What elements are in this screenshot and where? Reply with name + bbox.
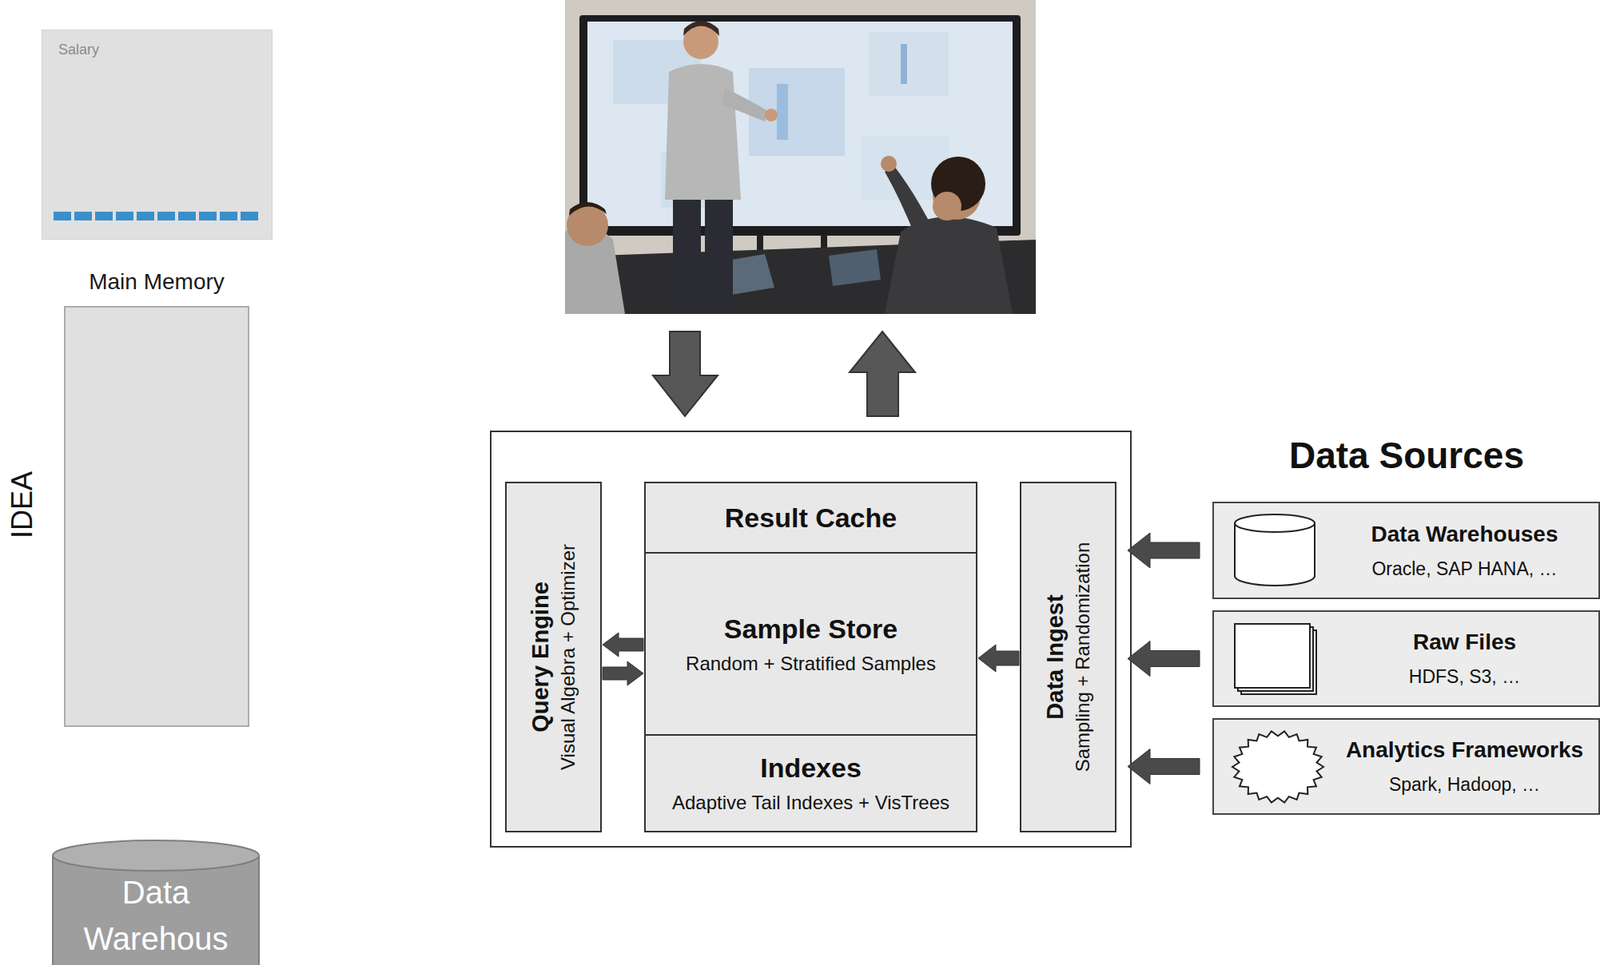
bar xyxy=(95,211,113,221)
bar xyxy=(136,211,155,221)
source-text: Raw FilesHDFS, S3, … xyxy=(1333,612,1596,706)
cylinder-top xyxy=(52,840,259,872)
box-subtitle: Spark, Hadoop, … xyxy=(1389,774,1541,797)
source-box: Analytics FrameworksSpark, Hadoop, … xyxy=(1212,718,1600,816)
side-label: IDEA xyxy=(5,471,40,539)
box-title: Indexes xyxy=(760,752,862,785)
box-title: Sample Store xyxy=(724,613,898,645)
source-text: Data WarehousesOracle, SAP HANA, … xyxy=(1333,503,1596,598)
box-title: Data Ingest xyxy=(1042,594,1069,720)
component-box: Result Cache xyxy=(644,481,978,554)
page-icon xyxy=(1234,624,1310,689)
source-icon xyxy=(1229,620,1330,698)
database-label: Data Warehous xyxy=(63,869,248,963)
box-heading: Main Memory xyxy=(49,269,264,295)
cylinder-body xyxy=(52,855,259,965)
source-box: Data WarehousesOracle, SAP HANA, … xyxy=(1212,501,1600,600)
block-arrow xyxy=(1127,749,1200,785)
box-subtitle: Oracle, SAP HANA, … xyxy=(1371,558,1557,581)
box-subtitle: Random + Stratified Samples xyxy=(685,652,936,676)
section-heading: Data Sources xyxy=(1289,433,1525,478)
source-box: Raw FilesHDFS, S3, … xyxy=(1212,610,1600,708)
component-box: Sample StoreRandom + Stratified Samples xyxy=(644,552,978,737)
box-subtitle: HDFS, S3, … xyxy=(1408,666,1521,689)
box-title: Data Warehouses xyxy=(1371,521,1559,548)
system-frame xyxy=(490,431,1131,848)
memory-box: Main Memory xyxy=(63,306,250,728)
block-arrow-down xyxy=(652,331,718,417)
source-icon xyxy=(1229,728,1330,806)
component-box: Data IngestSampling + Randomization xyxy=(1019,481,1117,833)
block-arrow xyxy=(1127,533,1200,569)
bar xyxy=(115,211,134,221)
bar xyxy=(240,211,259,221)
bar xyxy=(199,211,217,221)
box-title: Analytics Frameworks xyxy=(1345,737,1584,764)
block-arrow xyxy=(978,644,1019,673)
bar xyxy=(74,211,92,221)
box-title: Query Engine xyxy=(527,581,554,733)
source-text: Analytics FrameworksSpark, Hadoop, … xyxy=(1333,720,1596,814)
box-title: Result Cache xyxy=(724,502,897,534)
chart-panel: Salary xyxy=(41,29,273,240)
rotated-text-block: Data IngestSampling + Randomization xyxy=(1021,483,1115,832)
histogram-bars xyxy=(42,30,274,241)
component-box: Query EngineVisual Algebra + Optimizer xyxy=(505,481,602,833)
component-box: IndexesAdaptive Tail Indexes + VisTrees xyxy=(644,734,978,833)
axis-title: Salary xyxy=(42,30,272,59)
block-arrow xyxy=(602,661,644,686)
box-subtitle: Sampling + Randomization xyxy=(1071,542,1095,773)
database-cylinder: Data Warehous xyxy=(51,839,261,965)
bar xyxy=(219,211,238,221)
team-photo xyxy=(565,0,1036,315)
source-icon xyxy=(1229,512,1330,590)
block-arrow xyxy=(602,632,644,657)
starburst-icon xyxy=(1232,731,1324,803)
bar xyxy=(53,211,72,221)
box-subtitle: Adaptive Tail Indexes + VisTrees xyxy=(672,792,950,815)
cylinder-icon-top xyxy=(1234,514,1315,533)
box-title: Raw Files xyxy=(1412,629,1517,656)
rotated-text-block: Query EngineVisual Algebra + Optimizer xyxy=(506,483,601,832)
block-arrow-up xyxy=(849,331,916,417)
block-arrow xyxy=(1127,641,1200,677)
bar xyxy=(178,211,196,221)
box-subtitle: Visual Algebra + Optimizer xyxy=(557,544,580,771)
bar xyxy=(157,211,176,221)
